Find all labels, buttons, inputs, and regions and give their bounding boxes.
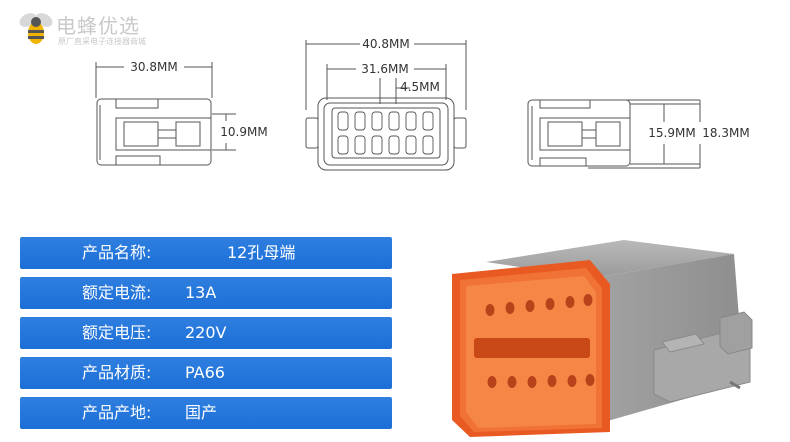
front-view-drawing (305, 40, 467, 171)
spec-value: 12孔母端 (227, 243, 296, 262)
spec-row-voltage: 额定电压: 220V (20, 317, 392, 349)
dim-front-pitch: 4.5MM (400, 80, 440, 94)
dim-rear-outer-height: 18.3MM (702, 126, 749, 140)
spec-label: 产品材质: (82, 363, 152, 382)
dim-side-width: 30.8MM (130, 60, 177, 74)
side-view-drawing (95, 62, 236, 166)
spec-value: 国产 (185, 403, 218, 422)
brand-slogan: 原厂直采电子连接器商城 (58, 37, 146, 46)
spec-label: 额定电流: (82, 283, 152, 302)
dim-front-outer-width: 40.8MM (362, 37, 409, 51)
dim-side-height: 10.9MM (220, 125, 267, 139)
brand-logo: 电蜂优选 原厂直采电子连接器商城 (14, 6, 254, 52)
dimension-drawings: 30.8MM 10.9MM 40.8MM 31.6MM 4.5MM 15.9MM… (95, 37, 750, 171)
spec-label: 产品名称: (82, 243, 152, 262)
spec-row-current: 额定电流: 13A (20, 277, 392, 309)
brand-name: 电蜂优选 (56, 14, 140, 38)
dim-rear-inner-height: 15.9MM (648, 126, 695, 140)
spec-value: 220V (185, 323, 227, 342)
spec-label: 产品产地: (82, 403, 152, 422)
front-view-contacts (337, 111, 434, 155)
spec-table: 产品名称: 12孔母端 额定电流: 13A 额定电压: 220V 产品材质: P… (20, 237, 392, 437)
rear-view-drawing (527, 99, 701, 169)
spec-value: PA66 (185, 363, 225, 382)
spec-value: 13A (185, 283, 217, 302)
dim-front-inner-width: 31.6MM (361, 62, 408, 76)
spec-row-origin: 产品产地: 国产 (20, 397, 392, 429)
spec-row-material: 产品材质: PA66 (20, 357, 392, 389)
spec-row-name: 产品名称: 12孔母端 (20, 237, 392, 269)
bee-logo-icon (19, 13, 53, 44)
connector-product-image (452, 240, 753, 437)
spec-label: 额定电压: (82, 323, 152, 342)
